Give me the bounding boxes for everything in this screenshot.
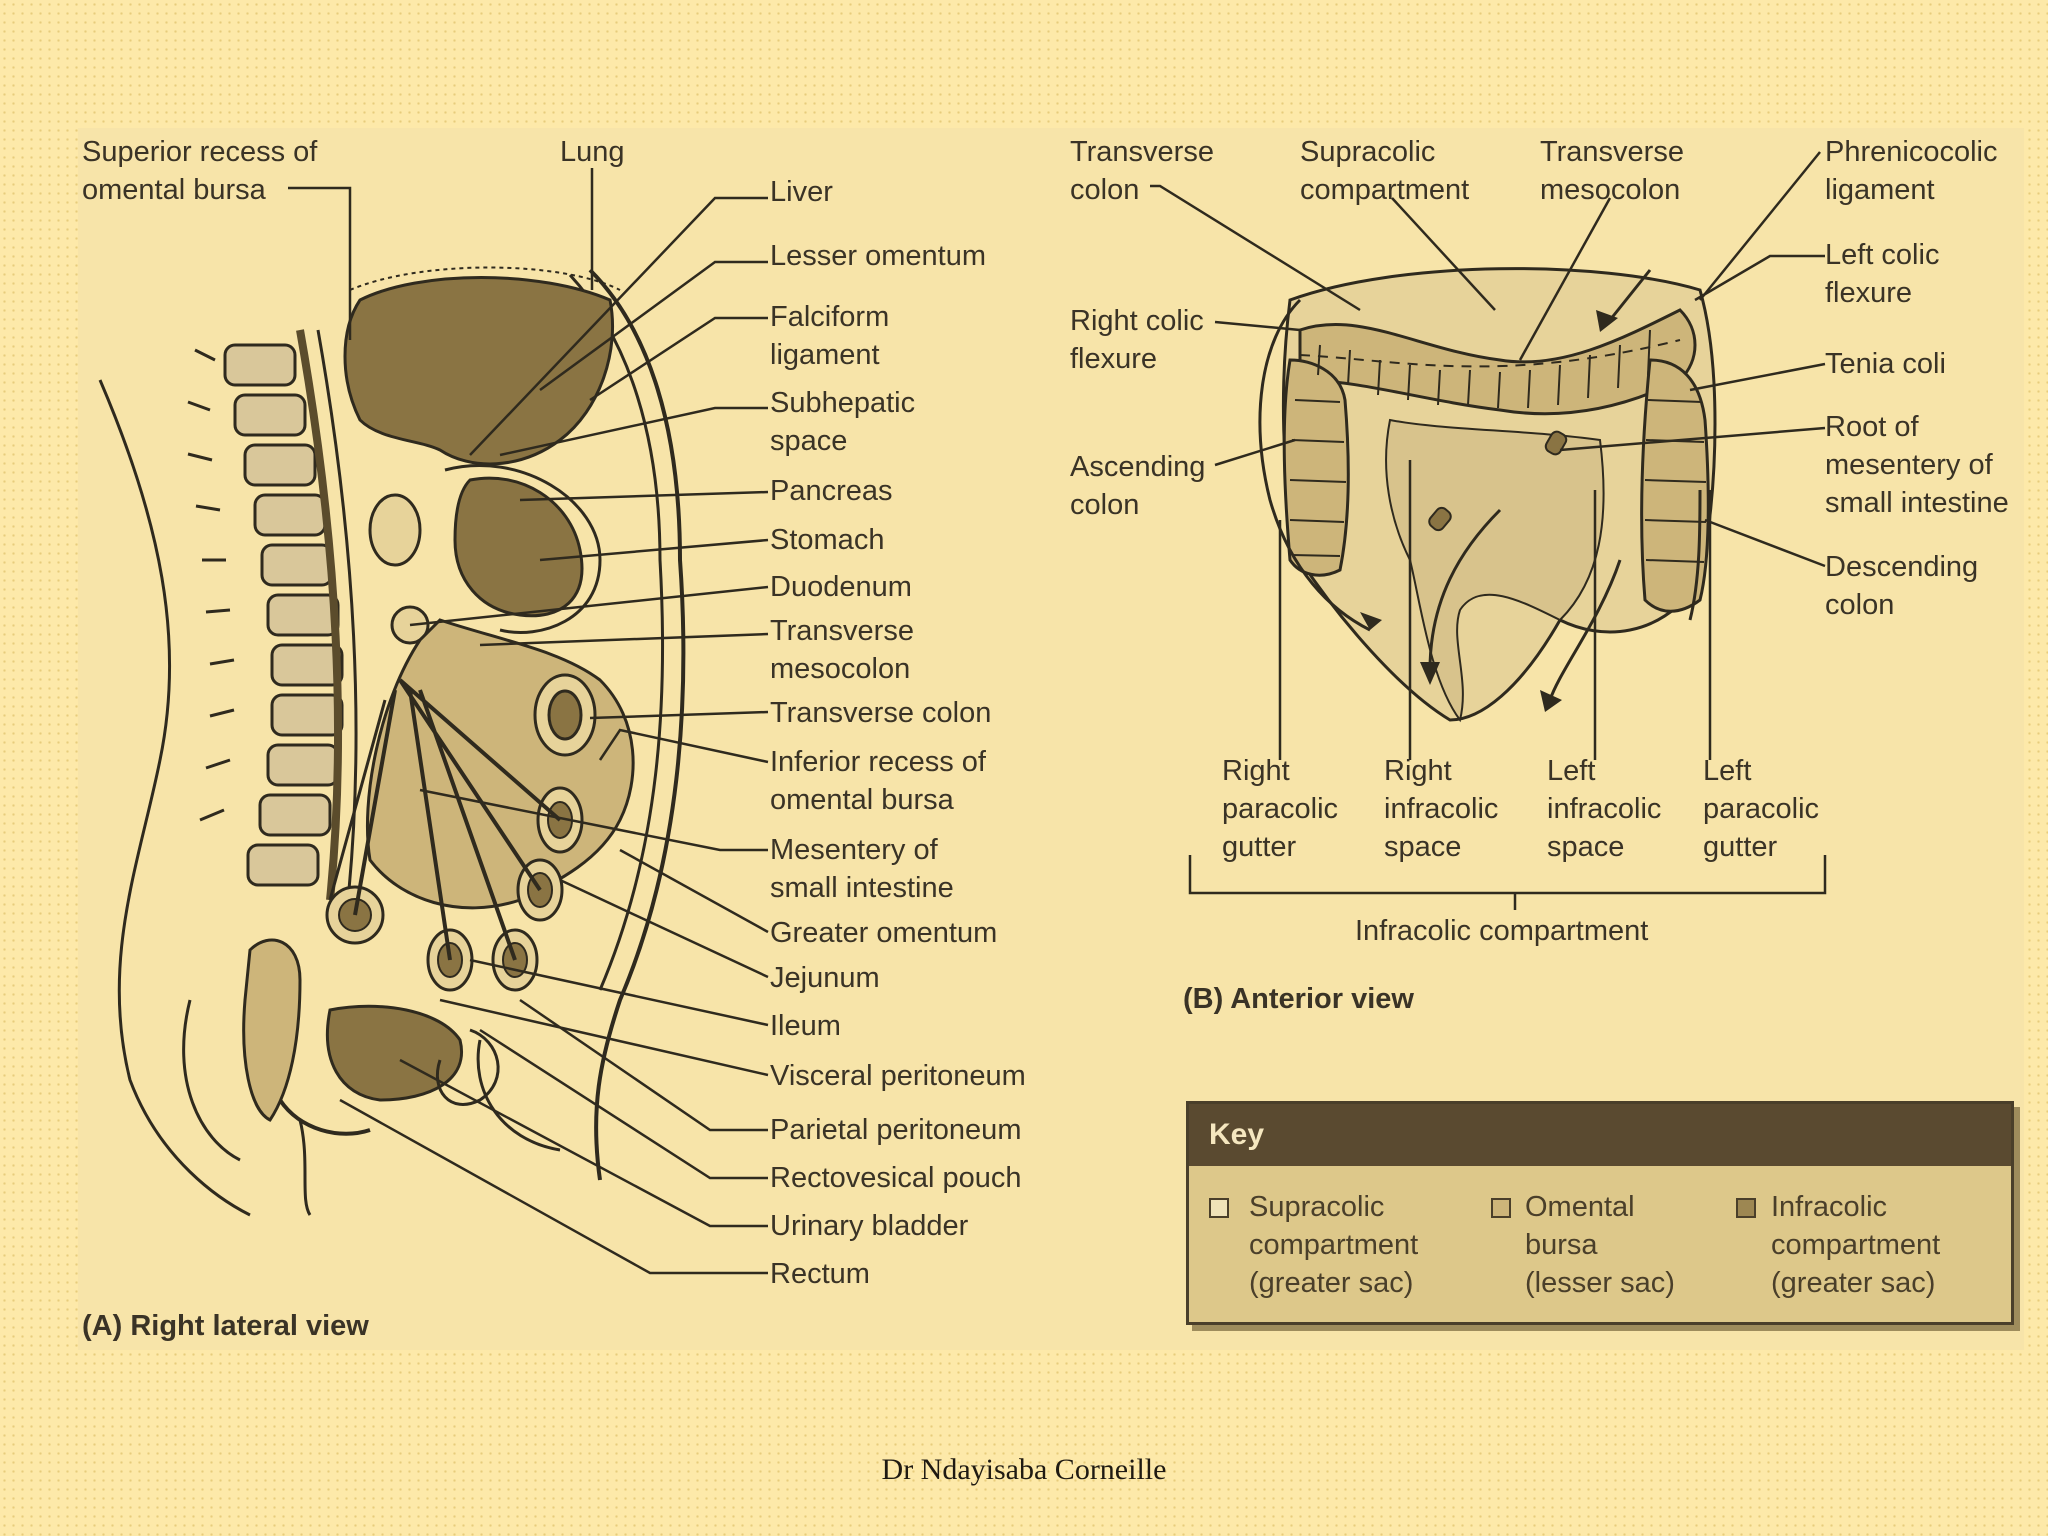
label-parietal-peritoneum: Parietal peritoneum <box>770 1114 1022 1146</box>
label-supracolic-compartment: Supracolic compartment <box>1300 136 1470 206</box>
key-legend: Key Supracolic compartment (greater sac)… <box>1186 1101 2014 1325</box>
label-right-colic-flexure: Right colic flexure <box>1070 305 1204 375</box>
label-left-paracolic-gutter: Left paracolic gutter <box>1703 755 1820 863</box>
lateral-leader-lines <box>288 168 769 1275</box>
key-swatch-supracolic <box>1209 1198 1229 1218</box>
stomach-shape <box>453 476 584 618</box>
lateral-view-drawing <box>98 266 686 1217</box>
back-outline <box>98 379 251 1217</box>
anterior-view-drawing <box>1258 267 1717 723</box>
label-transverse-mesocolon-a: Transverse mesocolon <box>770 615 914 685</box>
ascending-colon-shape <box>1282 358 1350 577</box>
label-greater-omentum: Greater omentum <box>770 917 998 949</box>
rectum-shape <box>242 938 302 1122</box>
label-transverse-colon-a: Transverse colon <box>770 697 992 729</box>
label-right-paracolic-gutter: Right paracolic gutter <box>1222 755 1339 863</box>
label-ileum: Ileum <box>770 1010 841 1042</box>
label-rectovesical-pouch: Rectovesical pouch <box>770 1162 1022 1194</box>
label-tenia-coli: Tenia coli <box>1825 348 1946 380</box>
label-falciform-ligament: Falciform ligament <box>770 301 890 371</box>
label-inferior-recess: Inferior recess of omental bursa <box>770 746 986 816</box>
label-pancreas: Pancreas <box>770 475 893 507</box>
label-left-colic-flexure: Left colic flexure <box>1825 239 1940 309</box>
label-urinary-bladder: Urinary bladder <box>770 1210 969 1242</box>
key-item-infracolic: Infracolic compartment (greater sac) <box>1771 1191 1941 1299</box>
label-lesser-omentum: Lesser omentum <box>770 240 986 272</box>
label-descending-colon: Descending colon <box>1825 551 1979 621</box>
label-subhepatic-space: Subhepatic space <box>770 387 916 457</box>
key-title: Key <box>1189 1104 2011 1166</box>
key-swatch-omental <box>1491 1198 1511 1218</box>
bladder-shape <box>325 1004 463 1102</box>
label-right-infracolic-space: Right infracolic space <box>1384 755 1499 863</box>
label-ascending-colon: Ascending colon <box>1070 451 1206 521</box>
transverse-colon-shape <box>1298 308 1697 416</box>
label-transverse-colon-b: Transverse colon <box>1070 136 1214 206</box>
caption-right-lateral-view: (A) Right lateral view <box>82 1310 369 1342</box>
label-duodenum: Duodenum <box>770 571 912 603</box>
caption-anterior-view: (B) Anterior view <box>1183 983 1414 1015</box>
key-item-supracolic: Supracolic compartment (greater sac) <box>1249 1191 1419 1299</box>
label-superior-recess: Superior recess of omental bursa <box>82 136 318 206</box>
label-root-of-mesentery: Root of mesentery of small intestine <box>1825 411 2009 519</box>
label-infracolic-compartment: Infracolic compartment <box>1355 915 1649 947</box>
liver-shape <box>343 276 615 466</box>
key-swatch-infracolic <box>1736 1198 1756 1218</box>
label-jejunum: Jejunum <box>770 962 880 994</box>
label-lung: Lung <box>560 136 625 168</box>
label-rectum: Rectum <box>770 1258 870 1290</box>
abdominal-wall <box>588 268 686 1181</box>
author-footer: Dr Ndayisaba Corneille <box>881 1453 1167 1486</box>
label-phrenicocolic-ligament: Phrenicocolic ligament <box>1825 136 1998 206</box>
label-left-infracolic-space: Left infracolic space <box>1547 755 1662 863</box>
label-mesentery: Mesentery of small intestine <box>770 834 954 904</box>
label-visceral-peritoneum: Visceral peritoneum <box>770 1060 1026 1092</box>
label-transverse-mesocolon-b: Transverse mesocolon <box>1540 136 1684 206</box>
descending-colon-shape <box>1640 358 1710 613</box>
anterior-leader-lines <box>1150 151 1827 910</box>
key-item-omental: Omental bursa (lesser sac) <box>1525 1191 1675 1299</box>
label-stomach: Stomach <box>770 524 885 556</box>
label-liver: Liver <box>770 176 833 208</box>
vertebral-column <box>187 343 344 887</box>
